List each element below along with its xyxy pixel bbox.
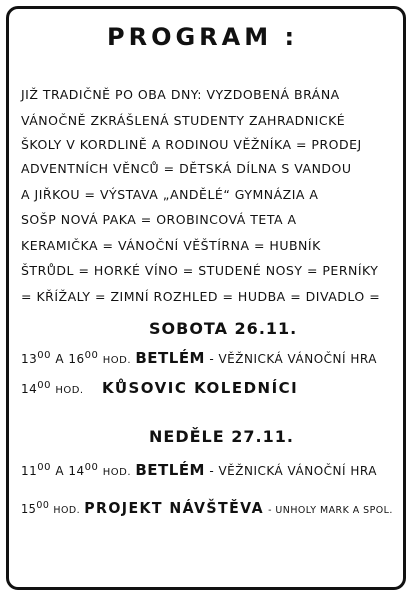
event-time-minutes: 00 [37, 462, 52, 473]
event-time: 16 [68, 352, 85, 366]
program-line: ŠTRŮDL = HORKÉ VÍNO = STUDENÉ NOSY = PER… [21, 263, 379, 278]
program-line: ADVENTNÍCH VĚNCŮ = DĚTSKÁ DÍLNA S VANDOU [21, 161, 352, 176]
poster-title: PROGRAM : [107, 23, 299, 51]
event-conjunction: A [55, 464, 65, 478]
sunday-event-2: 1500 HOD. PROJEKT NÁVŠTĚVA - UNHOLY MARK… [21, 499, 393, 517]
event-time-minutes: 00 [36, 500, 50, 511]
event-name: PROJEKT NÁVŠTĚVA [84, 499, 264, 517]
event-time: 14 [21, 382, 38, 396]
sunday-heading: NEDĚLE 27.11. [149, 427, 294, 446]
event-desc: - UNHOLY MARK A SPOL. [268, 505, 393, 516]
program-line: = KŘÍŽALY = ZIMNÍ ROZHLED = HUDBA = DIVA… [21, 289, 381, 304]
saturday-heading: SOBOTA 26.11. [149, 319, 298, 338]
program-line: SOŠP NOVÁ PAKA = OROBINCOVÁ TETA A [21, 212, 297, 227]
sunday-event-1: 1100 A 1400 HOD. BETLÉM - VĚŽNICKÁ VÁNOČ… [21, 461, 377, 479]
event-hod: HOD. [55, 385, 84, 396]
event-time-minutes: 00 [37, 350, 52, 361]
program-line: ŠKOLY V KORDLINĚ A RODINOU VĚŽNÍKA = PRO… [21, 137, 362, 152]
event-time-minutes: 00 [37, 380, 52, 391]
event-time: 13 [21, 352, 38, 366]
event-name: KŮSOVIC KOLEDNÍCI [101, 379, 299, 397]
event-time: 15 [21, 502, 37, 516]
event-time: 11 [21, 464, 38, 478]
program-line: A JIŘKOU = VÝSTAVA „ANDĚLÉ“ GYMNÁZIA A [21, 187, 319, 202]
event-hod: HOD. [102, 467, 132, 478]
event-time: 14 [68, 464, 85, 478]
program-line: VÁNOČNĚ ZKRÁŠLENÁ STUDENTY ZAHRADNICKÉ [21, 113, 346, 128]
event-desc: - VĚŽNICKÁ VÁNOČNÍ HRA [209, 352, 377, 366]
event-name: BETLÉM [135, 349, 205, 367]
saturday-event-1: 1300 A 1600 HOD. BETLÉM - VĚŽNICKÁ VÁNOČ… [21, 349, 377, 367]
event-hod: HOD. [53, 505, 81, 516]
event-time-minutes: 00 [84, 462, 99, 473]
event-hod: HOD. [102, 355, 132, 366]
program-line: JIŽ TRADIČNĚ PO OBA DNY: VYZDOBENÁ BRÁNA [21, 87, 340, 102]
program-line: KERAMIČKA = VÁNOČNÍ VĚŠTÍRNA = HUBNÍK [21, 238, 321, 253]
event-time-minutes: 00 [84, 350, 99, 361]
event-conjunction: A [55, 352, 65, 366]
event-desc: - VĚŽNICKÁ VÁNOČNÍ HRA [209, 464, 377, 478]
event-name: BETLÉM [135, 461, 205, 479]
poster-sheet: PROGRAM : JIŽ TRADIČNĚ PO OBA DNY: VYZDO… [6, 6, 406, 590]
saturday-event-2: 1400 HOD. KŮSOVIC KOLEDNÍCI [21, 379, 298, 397]
